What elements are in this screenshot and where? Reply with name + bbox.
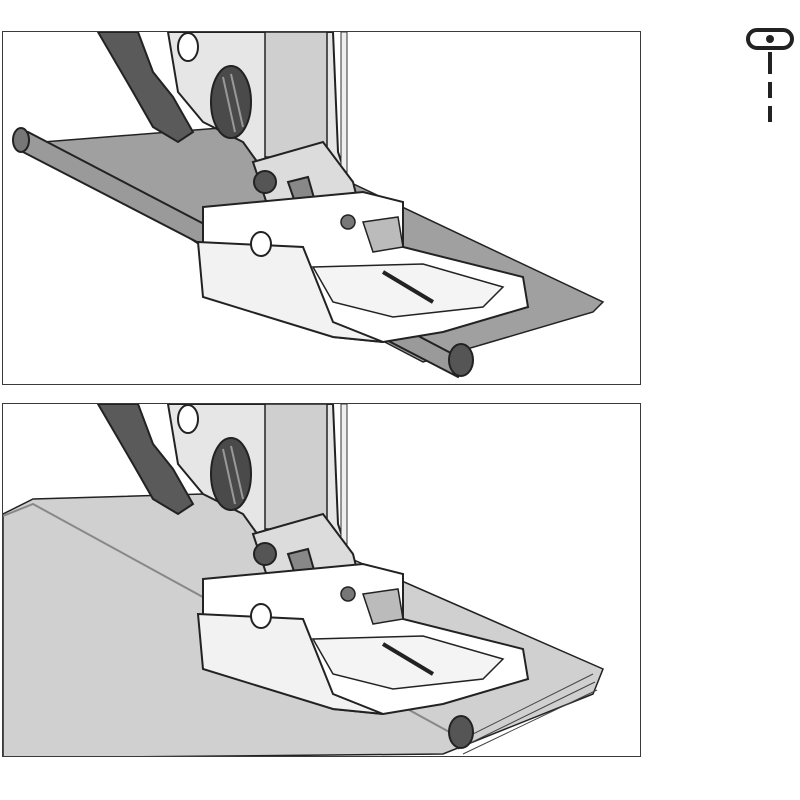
guide-bar-end <box>448 715 474 749</box>
panel-single-layer-illustration <box>2 31 641 385</box>
straight-stitch-icon <box>746 28 794 122</box>
guide-bar-end <box>448 343 474 377</box>
presser-foot-multi-layer-illustration <box>3 404 604 756</box>
panel-multi-layer-illustration <box>2 403 641 757</box>
presser-foot-single-layer-illustration <box>12 32 605 379</box>
